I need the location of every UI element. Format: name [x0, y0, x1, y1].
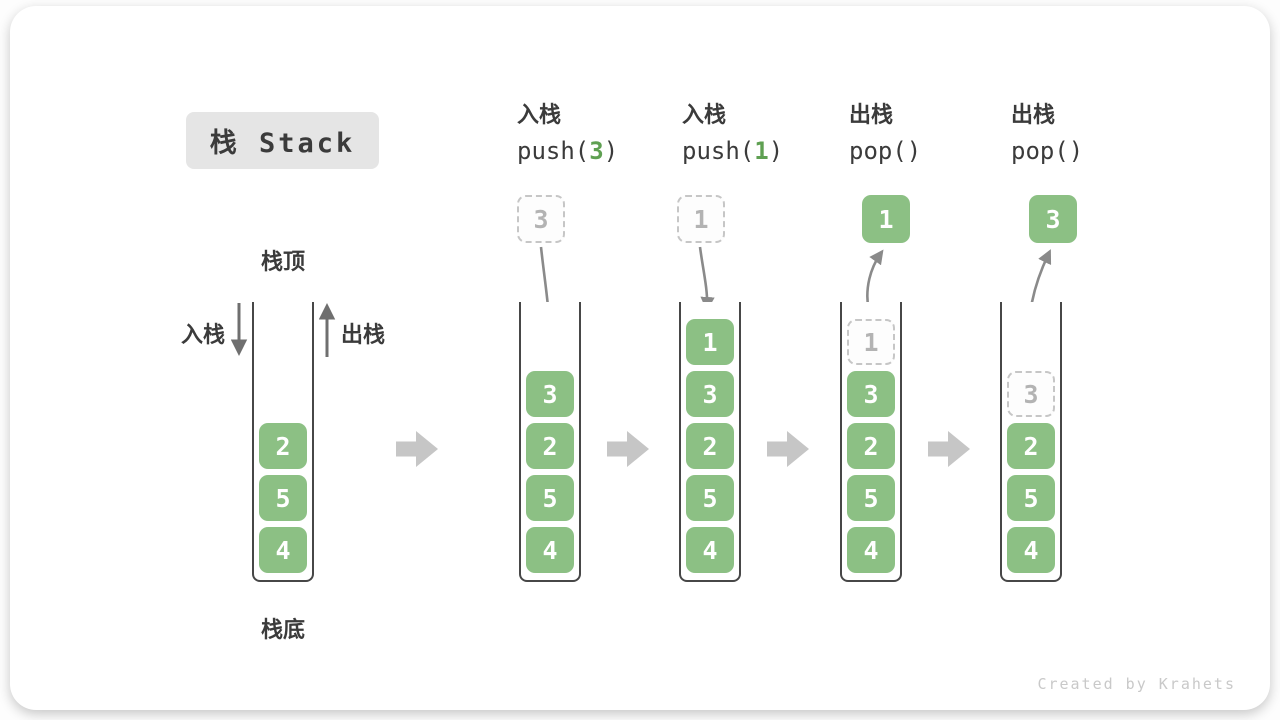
stack-element: 5: [526, 475, 574, 521]
incoming-element-3: 3: [517, 195, 565, 243]
popped-element-3: 3: [1029, 195, 1077, 243]
stack-after-push-3: 3 2 5 4: [519, 302, 581, 582]
stack-element: 4: [686, 527, 734, 573]
stack-element-removed: 3: [1007, 371, 1055, 417]
stack-element: 4: [1007, 527, 1055, 573]
op-code-label: pop(): [849, 137, 922, 165]
op-label-pop-1: 出栈 pop(): [849, 102, 921, 165]
stack-element: 5: [1007, 475, 1055, 521]
stack-element: 3: [526, 371, 574, 417]
op-zh-label: 入栈: [682, 103, 727, 128]
stack-element: 4: [526, 527, 574, 573]
op-zh-label: 出栈: [849, 103, 894, 128]
op-code-label: push(3): [517, 137, 619, 165]
pop-side-label: 出栈: [341, 323, 386, 348]
stack-element: 5: [259, 475, 307, 521]
diagram-title: 栈 Stack: [186, 112, 379, 169]
stack-initial: 2 5 4: [252, 302, 314, 582]
stack-element: 3: [847, 371, 895, 417]
op-label-push-1: 入栈 push(1): [682, 102, 783, 165]
stack-element: 2: [259, 423, 307, 469]
stack-element: 2: [526, 423, 574, 469]
stack-element: 2: [847, 423, 895, 469]
op-zh-label: 出栈: [1011, 103, 1056, 128]
stack-element: 4: [259, 527, 307, 573]
stack-after-pop-1: 1 3 2 5 4: [840, 302, 902, 582]
stack-element: 1: [686, 319, 734, 365]
incoming-element-1: 1: [677, 195, 725, 243]
op-zh-label: 入栈: [517, 103, 562, 128]
push-side-label: 入栈: [180, 323, 225, 348]
stack-element: 4: [847, 527, 895, 573]
stack-element: 2: [686, 423, 734, 469]
stack-top-label: 栈顶: [260, 250, 305, 275]
op-code-label: push(1): [682, 137, 784, 165]
op-label-pop-3: 出栈 pop(): [1011, 102, 1083, 165]
stack-element: 3: [686, 371, 734, 417]
stack-after-push-1: 1 3 2 5 4: [679, 302, 741, 582]
stack-element-removed: 1: [847, 319, 895, 365]
stack-after-pop-3: 3 2 5 4: [1000, 302, 1062, 582]
stack-element: 2: [1007, 423, 1055, 469]
stack-bottom-label: 栈底: [260, 618, 305, 643]
popped-element-1: 1: [862, 195, 910, 243]
op-code-label: pop(): [1011, 137, 1084, 165]
stack-element: 5: [847, 475, 895, 521]
stack-element: 5: [686, 475, 734, 521]
watermark: Created by Krahets: [1037, 675, 1236, 693]
op-label-push-3: 入栈 push(3): [517, 102, 618, 165]
